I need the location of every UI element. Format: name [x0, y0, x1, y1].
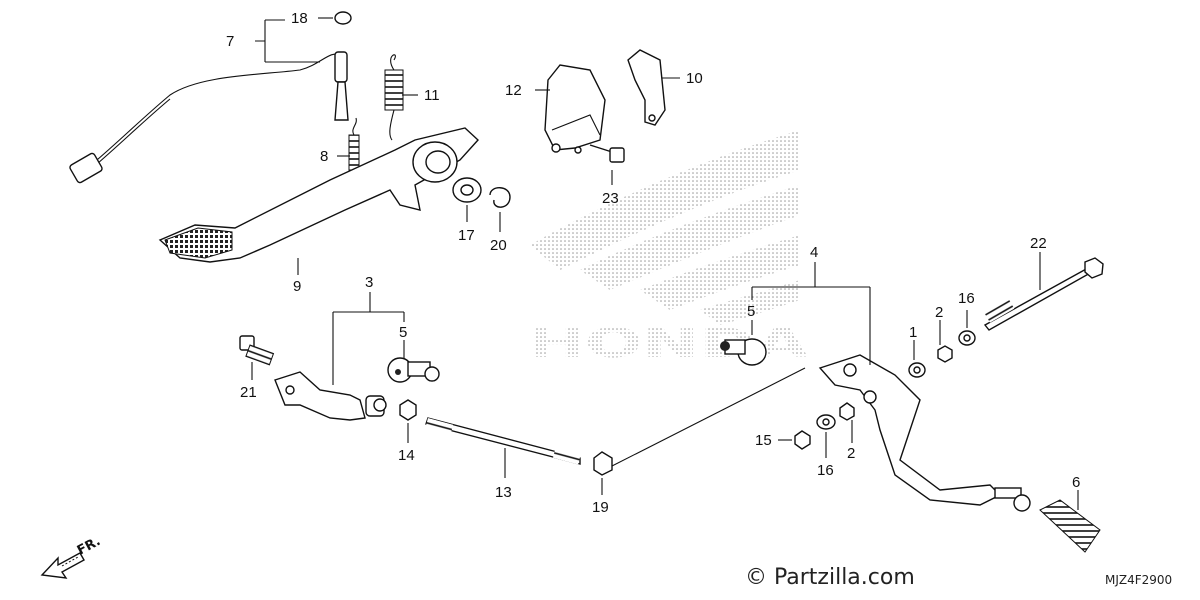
callout-7: 7 [226, 33, 234, 50]
shift-rod-13[interactable] [425, 417, 581, 465]
callout-1: 1 [909, 324, 917, 341]
callout-8: 8 [320, 148, 328, 165]
callout-21: 21 [240, 384, 257, 401]
honda-wing-watermark: HONDA [528, 130, 808, 367]
bolt-21[interactable] [239, 335, 275, 366]
callout-6: 6 [1072, 474, 1080, 491]
callout-5-left: 5 [399, 324, 407, 341]
callout-10: 10 [686, 70, 703, 87]
callout-18: 18 [291, 10, 308, 27]
washer-16-upper[interactable] [958, 330, 976, 346]
collar-1[interactable] [908, 362, 926, 378]
leader-lines [251, 17, 1079, 510]
callout-15: 15 [755, 432, 772, 449]
front-direction-arrow: FR. [40, 534, 103, 579]
shift-pedal[interactable] [818, 354, 1031, 512]
callout-labels: 18 7 11 8 12 10 23 17 20 9 3 5 21 14 13 … [226, 10, 1080, 516]
callout-9: 9 [293, 278, 301, 295]
callout-17: 17 [458, 227, 475, 244]
return-spring[interactable] [384, 54, 404, 141]
washer-16-lower[interactable] [816, 414, 836, 430]
callout-12: 12 [505, 82, 522, 99]
grommet-part-18[interactable] [334, 11, 352, 25]
callout-11: 11 [424, 87, 440, 104]
bolt-23[interactable] [589, 144, 625, 163]
washer-17[interactable] [452, 177, 482, 203]
callout-19: 19 [592, 499, 609, 516]
partzilla-credit: © Partzilla.com [745, 565, 915, 590]
callout-5-right: 5 [747, 303, 755, 320]
callout-3: 3 [365, 274, 373, 291]
ball-joint-left[interactable] [387, 357, 440, 383]
front-direction-label: FR. [75, 534, 103, 559]
callout-20: 20 [490, 237, 507, 254]
nut-2-lower[interactable] [839, 402, 855, 421]
leader-19-to-4 [611, 367, 806, 467]
snap-clip-20[interactable] [489, 187, 511, 208]
nut-19[interactable] [593, 451, 613, 476]
callout-16-upper: 16 [958, 290, 975, 307]
brake-switch-wire[interactable] [69, 51, 349, 184]
callout-4: 4 [810, 244, 818, 261]
pedal-cover-12[interactable] [544, 64, 606, 154]
cover-10[interactable] [627, 49, 666, 126]
diagram-code: MJZ4F2900 [1105, 573, 1172, 587]
nut-14[interactable] [399, 399, 417, 421]
nut-15[interactable] [794, 430, 811, 450]
callout-16-lower: 16 [817, 462, 834, 479]
callout-13: 13 [495, 484, 512, 501]
nut-2-upper[interactable] [937, 345, 953, 363]
shift-arm-assembly[interactable] [274, 371, 387, 421]
callout-2-lower: 2 [847, 445, 855, 462]
callout-2-upper: 2 [935, 304, 943, 321]
callout-14: 14 [398, 447, 415, 464]
callout-22: 22 [1030, 235, 1047, 252]
svg-text:HONDA: HONDA [528, 321, 808, 367]
bolt-22[interactable] [983, 257, 1104, 331]
callout-23: 23 [602, 190, 619, 207]
ball-joint-right[interactable] [720, 338, 767, 366]
pedal-rubber-6[interactable] [1039, 499, 1101, 553]
brake-pedal[interactable] [158, 127, 479, 263]
